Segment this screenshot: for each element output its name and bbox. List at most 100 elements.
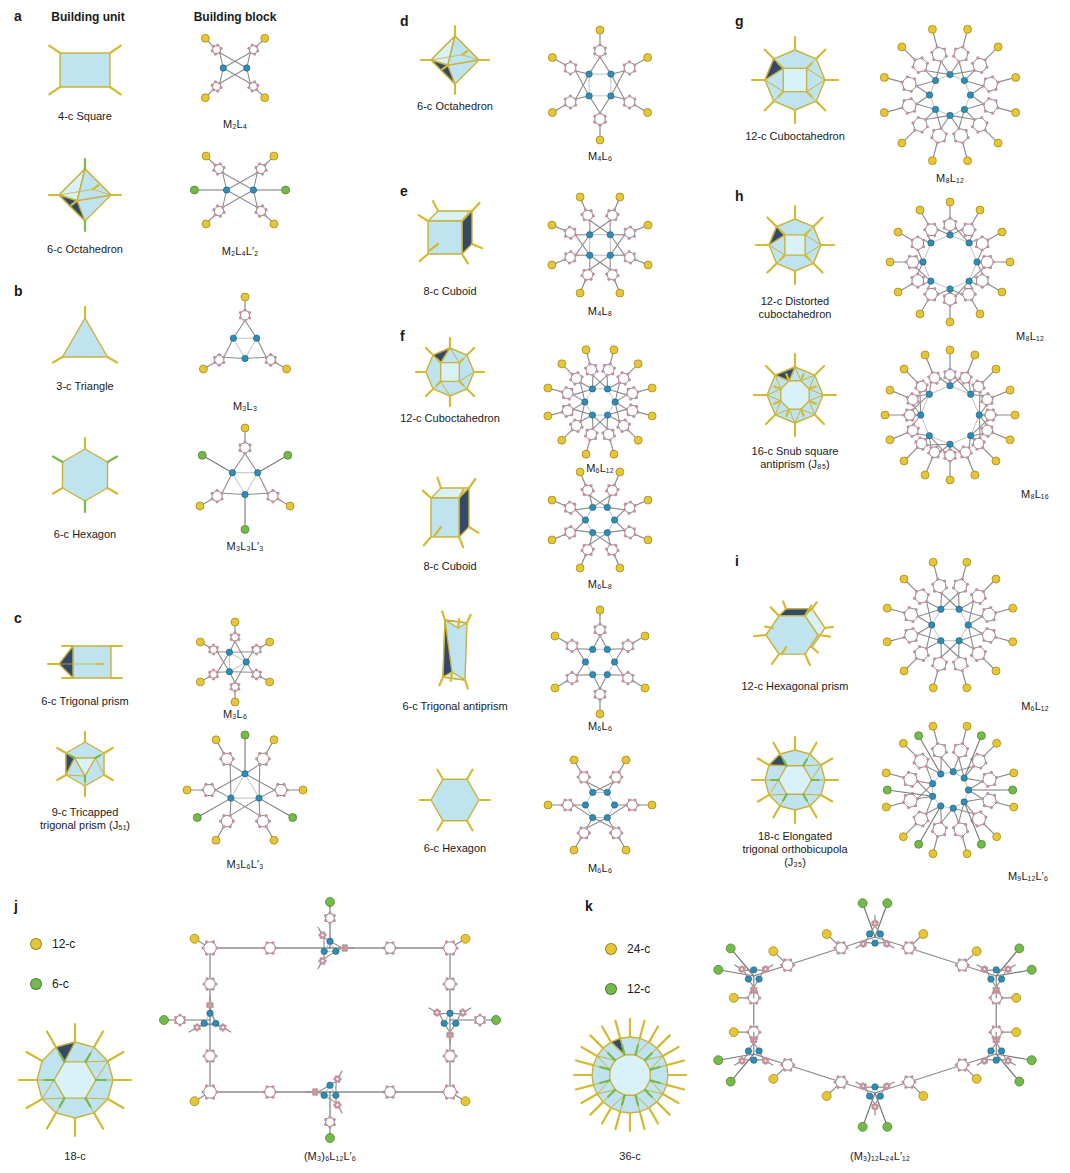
ligand-ring <box>932 823 946 837</box>
ligand-atom <box>943 294 946 297</box>
metal-atom <box>967 92 973 98</box>
terminal-ball <box>921 471 929 479</box>
ancillary-bond <box>919 806 941 844</box>
ligand-ring <box>912 237 923 250</box>
ligand-atom <box>966 830 969 833</box>
ligand-atom <box>971 62 974 65</box>
ligand-atom <box>917 71 920 74</box>
ligand-ring <box>983 99 997 113</box>
terminal-ball <box>900 667 908 675</box>
metal-atom <box>611 659 617 665</box>
unit-face <box>459 488 469 537</box>
ligand-atom <box>981 446 984 449</box>
ligand-atom <box>973 69 976 72</box>
terminal-ball <box>886 386 894 394</box>
ligand-atom <box>621 371 624 374</box>
ligand-atom <box>593 631 596 634</box>
connection-stub <box>48 663 59 665</box>
ligand-atom <box>936 228 939 231</box>
metal-atom <box>938 771 944 777</box>
connection-stub <box>108 457 118 463</box>
ligand-ring <box>618 373 629 384</box>
terminal-ball <box>616 289 624 297</box>
connection-stub <box>771 779 778 781</box>
ligand-atom <box>593 625 596 628</box>
ligand-atom <box>980 615 983 618</box>
unit-edge <box>777 255 785 263</box>
terminal-ball <box>201 94 209 102</box>
ligand-atom <box>922 282 925 285</box>
ligand-atom <box>926 819 929 822</box>
building-block <box>548 468 652 572</box>
ligand-atom <box>983 773 986 776</box>
connection-stub <box>774 386 781 389</box>
ligand-atom <box>286 788 289 791</box>
ligand-atom <box>914 804 917 807</box>
building-unit-icon <box>754 601 833 665</box>
ligand-atom <box>631 679 634 682</box>
unit-edge <box>805 245 821 255</box>
connection-stub <box>805 230 810 235</box>
ligand-atom <box>945 660 948 663</box>
unit-face <box>443 620 467 680</box>
ligand-atom <box>253 52 256 55</box>
connection-stub <box>766 415 775 424</box>
unit-face <box>766 616 818 654</box>
ligand-ring <box>257 753 270 764</box>
terminal-ball <box>548 536 556 544</box>
ligand-atom <box>248 316 251 319</box>
terminal-ball <box>596 26 604 34</box>
ligand-atom <box>211 492 214 495</box>
unit-face <box>783 68 806 91</box>
ligand-atom <box>990 402 993 405</box>
ligand-atom <box>594 364 597 367</box>
ligand-atom <box>931 456 934 459</box>
ligand-ring <box>981 256 994 267</box>
ligand-atom <box>633 252 636 255</box>
metal-atom <box>229 470 235 476</box>
ligand-atom <box>265 169 268 172</box>
unit-edge <box>809 389 823 395</box>
ligand-atom <box>952 826 955 829</box>
ligand-ring <box>567 640 577 651</box>
ligand-atom <box>216 646 219 649</box>
ligand-ring <box>973 381 984 392</box>
connection-stub <box>758 795 769 802</box>
metal-atom <box>932 106 938 112</box>
terminal-ball <box>898 43 906 51</box>
unit-edge <box>812 780 826 781</box>
ligand-atom <box>912 423 915 426</box>
ligand-ring <box>623 672 633 683</box>
ligand-atom <box>276 794 279 797</box>
ligand-atom <box>604 46 607 49</box>
ligand-atom <box>626 639 629 642</box>
ligand-atom <box>975 239 978 242</box>
ligand-atom <box>256 49 259 52</box>
ligand-ring <box>603 364 614 375</box>
terminal-ball <box>894 228 902 236</box>
ligand-atom <box>201 788 204 791</box>
terminal-ball <box>183 786 191 794</box>
terminal-ball <box>282 186 290 194</box>
terminal-ball <box>548 496 556 504</box>
building-block <box>190 152 289 228</box>
terminal-ball <box>570 756 578 764</box>
unit-face <box>62 449 107 501</box>
ligand-atom <box>603 631 606 634</box>
ligand-atom <box>576 430 579 433</box>
terminal-ball <box>1006 386 1014 394</box>
ligand-atom <box>923 293 926 296</box>
ligand-atom <box>986 785 989 788</box>
terminal-ball <box>551 632 559 640</box>
building-unit-icon <box>439 611 470 688</box>
terminal-ball <box>900 365 908 373</box>
ligand-atom <box>588 219 591 222</box>
ligand-atom <box>989 255 992 258</box>
connection-stub <box>765 50 774 59</box>
ligand-atom <box>943 579 946 582</box>
ligand-atom <box>624 228 627 231</box>
ligand-atom <box>984 110 987 113</box>
coordination-bond <box>230 764 232 798</box>
terminal-ball <box>576 193 584 201</box>
